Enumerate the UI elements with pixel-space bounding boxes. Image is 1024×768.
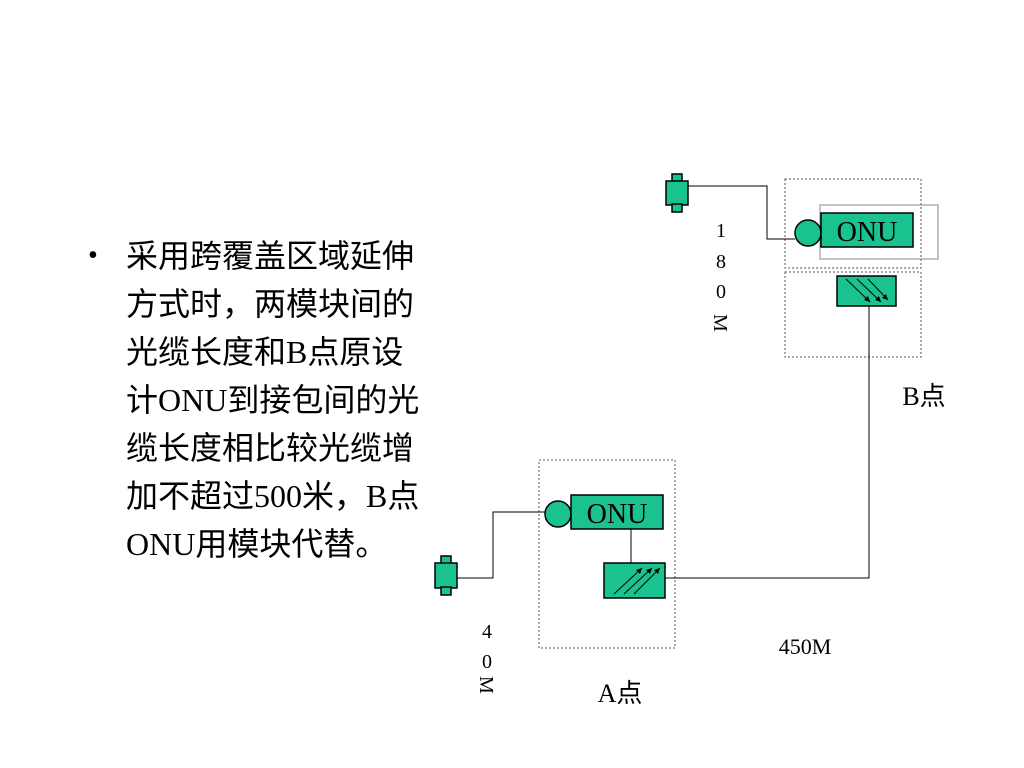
- node-a-dotted-frame: [538, 459, 676, 649]
- onu-port-circle-a: [544, 500, 572, 528]
- node-b-dotted-frame: [784, 178, 922, 269]
- bullet-line: 缆长度相比较光缆增: [126, 430, 415, 466]
- terminal-plug-b: [665, 173, 689, 213]
- point-label-a: A点: [598, 679, 643, 708]
- bullet-line: 采用跨覆盖区域延伸: [126, 238, 415, 274]
- cable-length-digit: 4: [482, 621, 492, 643]
- bullet-line: 方式时，两模块间的: [126, 286, 415, 322]
- splitter-module-a: [603, 562, 666, 599]
- bullet-line: 光缆长度和B点原设: [126, 334, 404, 370]
- bullet-text: 采用跨覆盖区域延伸 方式时，两模块间的 光缆长度和B点原设 计ONU到接包间的光…: [126, 232, 491, 568]
- onu-port-circle-b: [794, 219, 822, 247]
- bullet-line: 加不超过500米，B点: [126, 478, 420, 514]
- terminal-plug-a: [434, 555, 458, 596]
- trunk-length-label: 450M: [779, 634, 832, 659]
- cable-length-digit: 8: [716, 251, 726, 273]
- cable-length-digit: 0: [716, 281, 726, 303]
- drop-cable-b: [688, 185, 795, 240]
- onu-box-b: [820, 212, 914, 248]
- trunk-cable: [665, 306, 870, 579]
- cable-length-unit: M: [475, 676, 497, 694]
- drop-cable-a: [457, 511, 545, 579]
- onu-label-a: ONU: [587, 499, 648, 530]
- cable-length-unit: M: [709, 314, 731, 332]
- cable-length-digit: 1: [716, 220, 726, 242]
- node-b-module-frame: [784, 271, 922, 358]
- splitter-module-b: [836, 275, 897, 307]
- point-label-b: B点: [902, 382, 945, 411]
- bullet-line: 计ONU到接包间的光: [126, 382, 420, 418]
- cable-length-digit: 0: [482, 651, 492, 673]
- bullet-line: ONU用模块代替。: [126, 526, 388, 562]
- bullet-dot: •: [88, 240, 98, 271]
- onu-label-b: ONU: [837, 217, 898, 248]
- onu-box-a: [570, 494, 664, 530]
